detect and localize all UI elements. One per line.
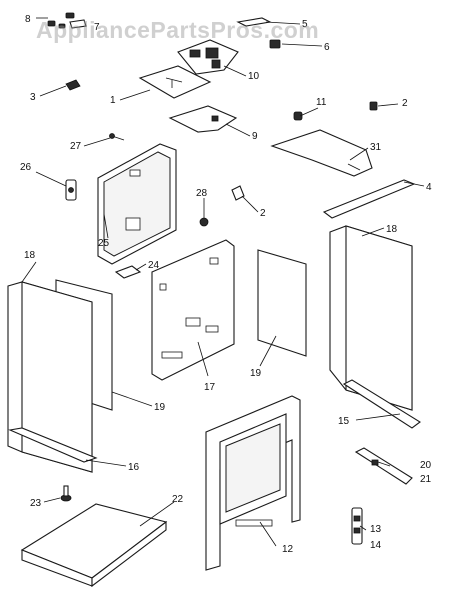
callout-23: 23	[30, 498, 42, 509]
part-3-clip[interactable]	[65, 79, 81, 91]
callout-18-right: 18	[386, 224, 398, 235]
callout-25: 25	[98, 238, 110, 249]
part-6-clip[interactable]	[269, 39, 281, 49]
callout-4: 4	[426, 182, 432, 193]
part-27-screw[interactable]	[109, 133, 125, 141]
part-7-bracket[interactable]	[69, 19, 87, 29]
callout-10: 10	[248, 71, 260, 82]
part-31-rear-shield[interactable]	[270, 129, 373, 177]
callout-20: 20	[420, 460, 432, 471]
part-18-side-panel-left[interactable]	[7, 281, 93, 473]
part-4-top-rail[interactable]	[322, 179, 416, 219]
part-2-clip-top[interactable]	[369, 101, 378, 111]
callout-7: 7	[94, 22, 100, 33]
part-1-top-panel[interactable]	[138, 65, 212, 99]
leader-lines	[21, 17, 425, 547]
callout-19-right: 19	[250, 368, 262, 379]
callout-21: 21	[420, 474, 432, 485]
callout-13: 13	[370, 524, 382, 535]
callout-12: 12	[282, 544, 294, 555]
part-8-screws[interactable]	[47, 12, 75, 29]
callout-19-left: 19	[154, 402, 166, 413]
callout-5: 5	[302, 19, 308, 30]
part-17-inner-panel[interactable]	[151, 239, 235, 381]
callout-22: 22	[172, 494, 184, 505]
callout-1: 1	[110, 95, 116, 106]
part-15-rail[interactable]	[342, 379, 421, 429]
callout-2-top: 2	[402, 98, 408, 109]
part-9-support[interactable]	[168, 105, 238, 133]
callout-26: 26	[20, 162, 32, 173]
part-25-rear-panel[interactable]	[97, 143, 177, 265]
part-11-clip[interactable]	[293, 111, 303, 121]
callout-6: 6	[324, 42, 330, 53]
callout-24: 24	[148, 260, 160, 271]
callout-8: 8	[25, 14, 31, 25]
part-20-21-hinge-bracket[interactable]	[354, 447, 413, 485]
callout-labels: 8 7 5 6 10 1 3 9 11 2 31 4 27 26 25 28 2…	[20, 14, 432, 555]
callout-28: 28	[196, 188, 208, 199]
part-10-hinge-assembly[interactable]	[177, 39, 239, 75]
part-28-knob[interactable]	[199, 217, 209, 227]
callout-27: 27	[70, 141, 82, 152]
callout-31: 31	[370, 142, 382, 153]
part-13-14-bracket[interactable]	[351, 507, 363, 545]
callout-11: 11	[316, 97, 327, 108]
callout-9: 9	[252, 131, 258, 142]
part-5-bracket[interactable]	[236, 17, 272, 27]
part-2-clip-mid[interactable]	[231, 185, 245, 201]
part-23-leveling-leg[interactable]	[60, 485, 72, 502]
part-16-rail[interactable]	[8, 427, 98, 463]
callout-16: 16	[128, 462, 140, 473]
part-19-side-panel-right[interactable]	[257, 249, 307, 357]
part-18-side-panel-right[interactable]	[329, 225, 413, 411]
callout-2-mid: 2	[260, 208, 266, 219]
callout-15: 15	[338, 416, 350, 427]
part-12-front-frame[interactable]	[205, 395, 301, 571]
callout-14: 14	[370, 540, 382, 551]
callout-17: 17	[204, 382, 216, 393]
part-24-bracket[interactable]	[114, 265, 142, 279]
part-26-bracket[interactable]	[65, 179, 77, 201]
callout-3: 3	[30, 92, 36, 103]
callout-18-left: 18	[24, 250, 36, 261]
part-22-drawer[interactable]	[20, 503, 168, 588]
